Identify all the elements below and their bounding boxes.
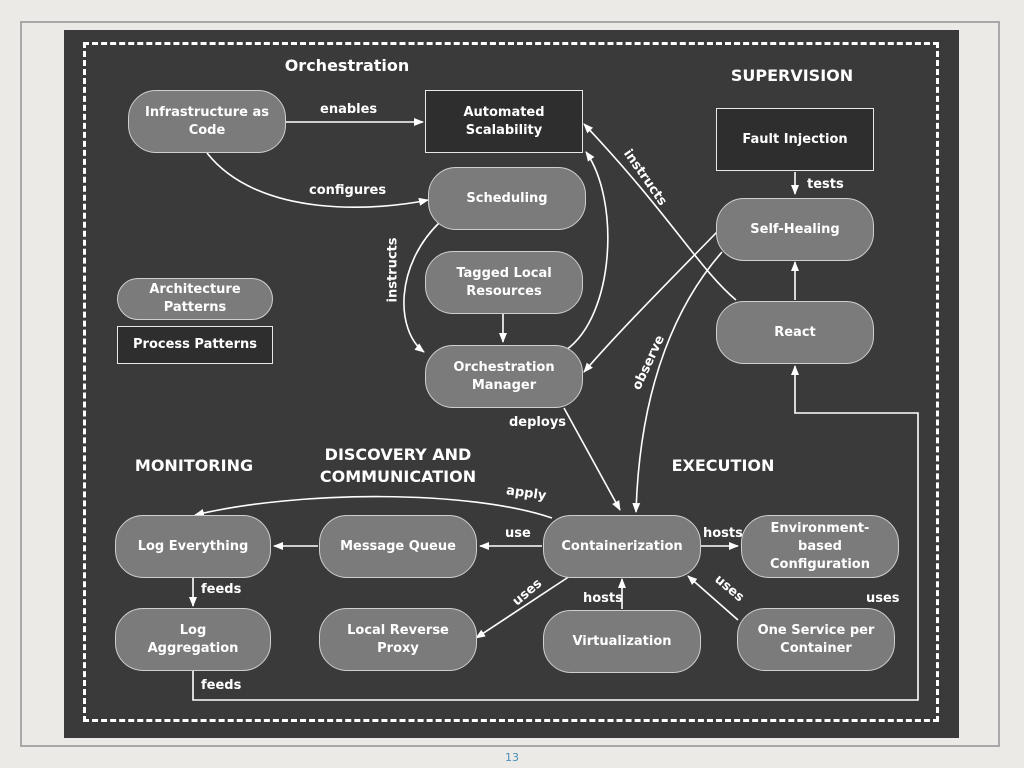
label-feeds-top: feeds xyxy=(201,582,242,597)
node-self-healing[interactable]: Self-Healing xyxy=(716,198,874,261)
node-local-reverse-proxy[interactable]: Local Reverse Proxy xyxy=(319,608,477,671)
label-hosts-bottom: hosts xyxy=(583,591,623,606)
page-number: 13 xyxy=(505,751,519,764)
node-fault-injection[interactable]: Fault Injection xyxy=(716,108,874,171)
node-containerization[interactable]: Containerization xyxy=(543,515,701,578)
edge-manager-to-scalability xyxy=(565,151,609,351)
label-hosts-right: hosts xyxy=(703,526,743,541)
edge-uses-proxy xyxy=(475,575,571,639)
section-supervision: SUPERVISION xyxy=(730,66,854,85)
edge-selfhealing-to-manager xyxy=(583,231,718,373)
label-configures: configures xyxy=(309,183,387,198)
label-instructs-left: instructs xyxy=(385,237,401,303)
node-orchestration-manager[interactable]: Orchestration Manager xyxy=(425,345,583,408)
node-scheduling[interactable]: Scheduling xyxy=(428,167,586,230)
section-discovery-communication: DISCOVERY AND COMMUNICATION xyxy=(319,445,477,486)
edge-uses-service xyxy=(687,575,739,621)
node-tagged-local-resources[interactable]: Tagged Local Resources xyxy=(425,251,583,314)
node-virtualization[interactable]: Virtualization xyxy=(543,610,701,673)
edge-feeds-loop xyxy=(192,365,919,701)
node-message-queue[interactable]: Message Queue xyxy=(319,515,477,578)
node-environment-based-configuration[interactable]: Environment- based Configuration xyxy=(741,515,899,578)
edge-apply xyxy=(194,495,553,519)
legend-architecture-patterns: Architecture Patterns xyxy=(117,278,273,320)
label-tests: tests xyxy=(807,177,844,192)
label-deploys: deploys xyxy=(509,415,567,430)
label-enables: enables xyxy=(320,102,378,117)
node-log-everything[interactable]: Log Everything xyxy=(115,515,271,578)
legend-process-patterns: Process Patterns xyxy=(117,326,273,364)
node-log-aggregation[interactable]: Log Aggregation xyxy=(115,608,271,671)
section-orchestration: Orchestration xyxy=(284,56,410,75)
edge-instructs-scheduling-to-manager xyxy=(403,221,441,353)
edge-deploys xyxy=(563,407,621,511)
node-one-service-per-container[interactable]: One Service per Container xyxy=(737,608,895,671)
label-uses-far-right: uses xyxy=(866,591,900,606)
node-automated-scalability[interactable]: Automated Scalability xyxy=(425,90,583,153)
edge-react-instructs-scalability xyxy=(583,123,737,301)
label-feeds-bottom: feeds xyxy=(201,678,242,693)
node-infrastructure-as-code[interactable]: Infrastructure as Code xyxy=(128,90,286,153)
node-react[interactable]: React xyxy=(716,301,874,364)
edge-configures xyxy=(206,152,429,208)
section-execution: EXECUTION xyxy=(671,456,775,475)
section-monitoring: MONITORING xyxy=(134,456,254,475)
dashed-border xyxy=(83,42,939,722)
label-use: use xyxy=(505,526,531,541)
edge-observe xyxy=(632,251,723,513)
